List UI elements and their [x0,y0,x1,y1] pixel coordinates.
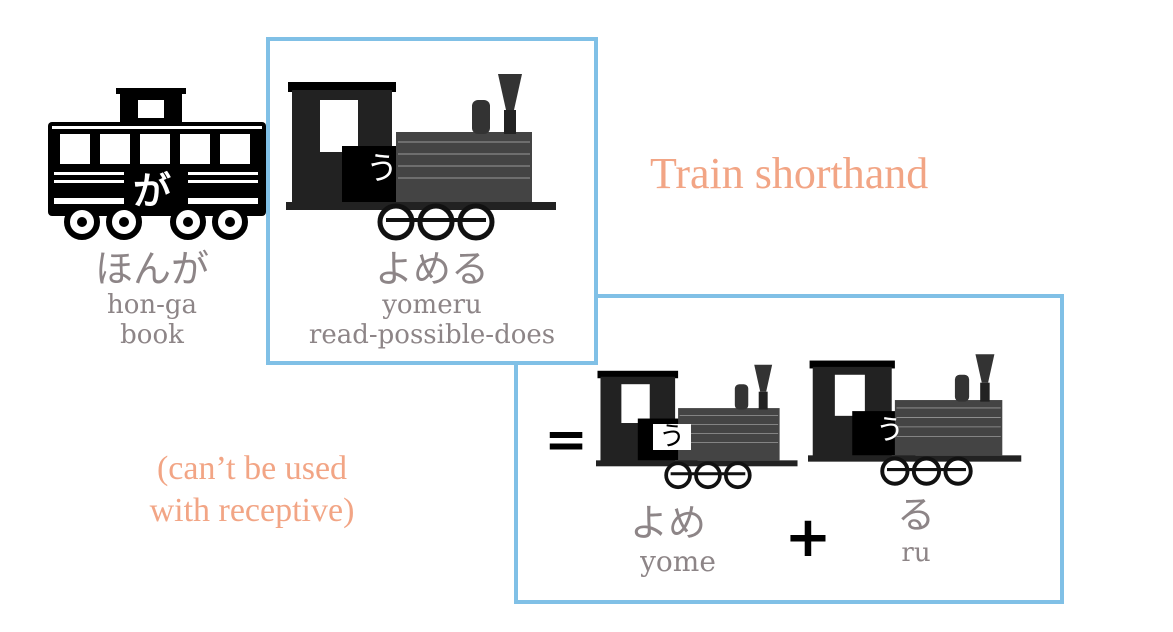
verb-romaji: yomeru [382,290,482,320]
caboose-gloss: book [120,320,184,350]
caboose-kana: が [132,169,172,213]
note-line-2: with receptive) [149,492,355,529]
engine-kana: う [365,149,399,187]
verb-gloss: read-possible-does [308,320,556,350]
yome-engine-kana: う [652,424,692,450]
ru-romaji: ru [901,538,931,568]
caboose-romaji: hon-ga [106,290,198,320]
ru-engine-kana: う [875,413,905,446]
plus-sign: + [784,505,832,570]
caboose-car-icon [48,88,266,240]
locomotive-icon [286,74,556,241]
yome-kana: よめ [629,501,707,545]
caboose-word-kana: ほんが [94,247,210,291]
locomotive-ru-icon [808,352,1024,486]
locomotive-yome-icon [596,362,800,490]
equals-sign: = [544,410,588,470]
slide-title: Train shorthand [650,149,929,198]
verb-word-kana: よめる [374,247,490,291]
ru-kana: る [896,493,936,537]
note-line-1: (can’t be used [156,450,348,487]
yome-romaji: yome [640,545,716,578]
